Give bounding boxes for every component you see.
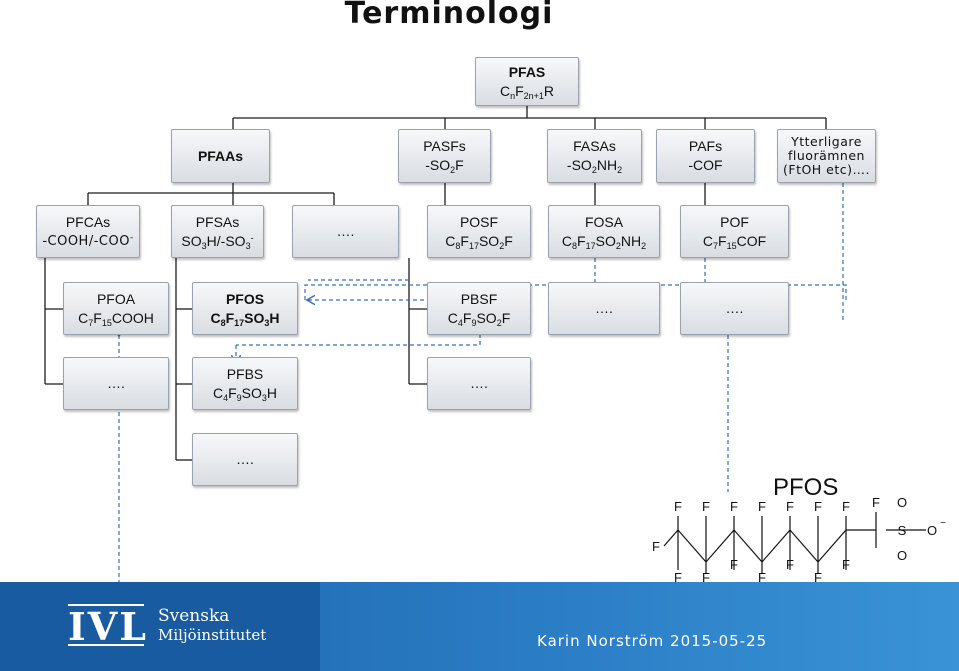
node-pfaas-name: PFAAs [197, 147, 244, 164]
author-date: Karin Norström 2015-05-25 [537, 632, 768, 650]
mol-atom-o2: O [897, 548, 907, 563]
node-ellipsis-l2-text: …. [336, 223, 355, 239]
svg-text:F: F [842, 499, 850, 514]
node-pfoa-formula: C7F15COOH [78, 309, 154, 328]
node-pbsf: PBSF C4F9SO2F [427, 282, 531, 335]
node-fasas-group: -SO2NH2 [566, 157, 623, 175]
node-pfas-formula: CnF2n+1R [499, 82, 555, 101]
node-pasfs: PASFs -SO2F [398, 129, 491, 183]
node-pfbs: PFBS C4F9SO3H [192, 357, 298, 410]
node-pasfs-group: -SO2F [425, 157, 464, 175]
svg-text:F: F [702, 499, 710, 514]
svg-text:F: F [730, 557, 738, 572]
node-other-line1: Ytterligare [791, 134, 862, 149]
svg-text:F: F [786, 557, 794, 572]
node-pof-name: POF [720, 213, 749, 230]
svg-text:F: F [652, 539, 660, 554]
node-pfaas: PFAAs [171, 129, 270, 183]
node-pfas-name: PFAS [508, 63, 546, 80]
node-ellipsis-l4-b: …. [427, 357, 531, 410]
node-pfas: PFAS CnF2n+1R [475, 57, 579, 106]
mol-atom-s: S [898, 523, 907, 538]
svg-text:F: F [786, 499, 794, 514]
mol-atom-f: F [872, 495, 880, 510]
svg-text:F: F [842, 557, 850, 572]
node-pfbs-formula: C4F9SO3H [212, 384, 278, 403]
node-pbsf-formula: C4F9SO2F [447, 309, 511, 328]
ivl-logo: IVL [68, 604, 148, 649]
brand-line1: Svenska [158, 606, 230, 626]
node-fasas-name: FASAs [573, 138, 616, 154]
svg-text:F: F [758, 499, 766, 514]
svg-text:F: F [702, 570, 710, 582]
node-other-substances: Ytterligare fluorämnen (FtOH etc)…. [777, 129, 876, 183]
node-pfoa: PFOA C7F15COOH [63, 282, 169, 335]
node-other-line3: (FtOH etc)…. [783, 162, 870, 177]
node-pfbs-name: PFBS [226, 365, 264, 382]
logo-rule-top [68, 604, 144, 606]
node-ellipsis-l3-b-text: …. [725, 300, 744, 316]
node-pof-formula: C7F15COF [702, 232, 767, 251]
node-fasas: FASAs -SO2NH2 [547, 129, 642, 183]
node-posf-formula: C8F17SO2F [445, 232, 513, 251]
svg-text:F: F [814, 570, 822, 582]
node-pafs-name: PAFs [688, 138, 723, 154]
mol-charge: − [940, 518, 946, 529]
footer-logo-panel: IVL Svenska Miljöinstitutet [0, 582, 320, 671]
node-pfcas-group: -COOH/-COO- [42, 232, 134, 249]
node-pfsas-group: SO3H/-SO3- [181, 232, 254, 251]
node-posf: POSF C8F17SO2F [427, 205, 531, 258]
node-ellipsis-l4-a-text: …. [107, 375, 125, 391]
svg-text:F: F [730, 499, 738, 514]
logo-rule-bottom [68, 644, 144, 646]
svg-text:F: F [758, 570, 766, 582]
node-ellipsis-l4-b-text: …. [470, 375, 488, 391]
node-other-line2: fluorämnen [788, 148, 865, 163]
node-ellipsis-l3-b: …. [680, 282, 789, 335]
node-fosa: FOSA C8F17SO2NH2 [548, 205, 660, 258]
node-pfsas-name: PFSAs [195, 213, 240, 230]
node-pof: POF C7F15COF [680, 205, 789, 258]
node-pfcas: PFCAs -COOH/-COO- [36, 205, 140, 258]
node-pafs-group: -COF [688, 157, 723, 173]
node-ellipsis-l3-a-text: …. [595, 300, 613, 316]
svg-text:F: F [674, 499, 682, 514]
node-ellipsis-l4-a: …. [63, 357, 169, 410]
svg-text:F: F [814, 499, 822, 514]
node-pafs: PAFs -COF [656, 129, 755, 183]
node-pasfs-name: PASFs [423, 138, 466, 154]
node-fosa-name: FOSA [584, 213, 624, 230]
mol-atom-o3: O [927, 523, 937, 538]
node-fosa-formula: C8F17SO2NH2 [561, 232, 647, 251]
node-pbsf-name: PBSF [460, 290, 498, 307]
node-ellipsis-l5-text: …. [236, 451, 254, 467]
node-ellipsis-l2: …. [292, 205, 399, 258]
svg-text:F: F [674, 570, 682, 582]
node-pfcas-name: PFCAs [65, 213, 111, 230]
node-posf-name: POSF [459, 213, 499, 230]
node-pfos-name: PFOS [225, 290, 265, 307]
brand-line2: Miljöinstitutet [158, 626, 267, 644]
footer-bar: IVL Svenska Miljöinstitutet Karin Norstr… [0, 582, 959, 671]
page-title: Terminologi [344, 0, 554, 31]
mol-atom-o1: O [897, 495, 907, 510]
node-ellipsis-l5: …. [192, 433, 298, 486]
pfos-structure: F F F F F F F F F F F F F F F F O S O O − [652, 495, 946, 582]
node-pfoa-name: PFOA [96, 290, 136, 307]
node-ellipsis-l3-a: …. [548, 282, 660, 335]
node-pfos: PFOS C8F17SO3H [192, 282, 298, 335]
node-pfos-formula: C8F17SO3H [210, 309, 280, 328]
node-pfsas: PFSAs SO3H/-SO3- [171, 205, 264, 258]
molecule-title: PFOS [773, 474, 839, 501]
